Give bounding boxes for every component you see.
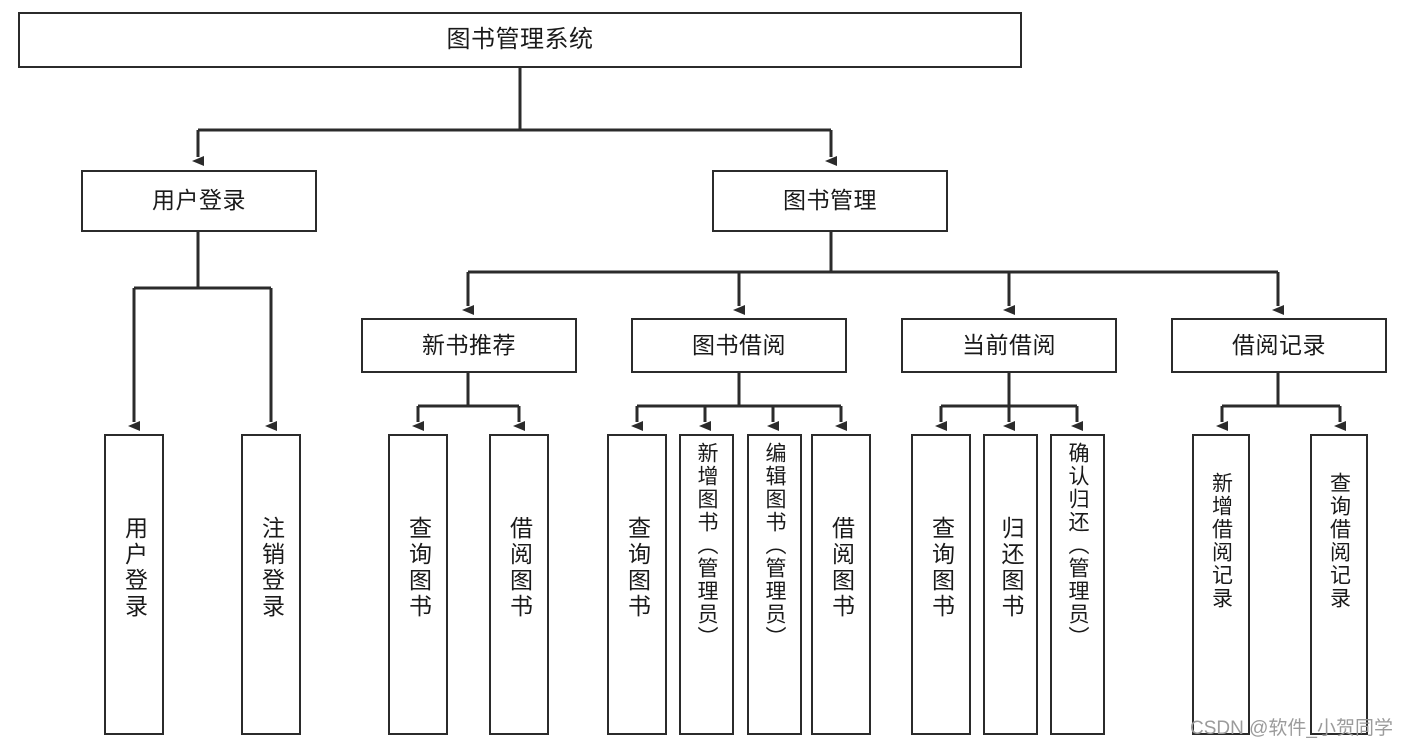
node-label: 借阅图书 [828, 516, 855, 620]
node-root-system[interactable]: 图书管理系统 [18, 12, 1022, 68]
node-label: 当前借阅 [962, 331, 1056, 358]
node-leaf-add-book-admin[interactable]: 新增图书（管理员） [679, 434, 734, 735]
node-label: 注销登录 [258, 516, 285, 620]
node-label: 查询图书 [624, 516, 651, 620]
node-label: 用户登录 [121, 516, 148, 620]
node-leaf-edit-book-admin[interactable]: 编辑图书（管理员） [747, 434, 802, 735]
node-label: 新增图书（管理员） [695, 442, 718, 649]
node-leaf-query-borrow-record[interactable]: 查询借阅记录 [1310, 434, 1368, 735]
node-new-book-recommend[interactable]: 新书推荐 [361, 318, 577, 373]
node-label: 借阅图书 [506, 516, 533, 620]
node-label: 图书借阅 [692, 331, 786, 358]
node-current-borrow[interactable]: 当前借阅 [901, 318, 1117, 373]
node-label: 借阅记录 [1232, 331, 1326, 358]
node-user-login[interactable]: 用户登录 [81, 170, 317, 232]
node-label: 确认归还（管理员） [1066, 442, 1089, 649]
node-label: 新书推荐 [422, 331, 516, 358]
node-label: 图书管理系统 [446, 25, 594, 53]
node-label: 新增借阅记录 [1209, 472, 1233, 610]
node-borrow-record[interactable]: 借阅记录 [1171, 318, 1387, 373]
node-leaf-borrow-book-1[interactable]: 借阅图书 [489, 434, 549, 735]
node-leaf-borrow-book-2[interactable]: 借阅图书 [811, 434, 871, 735]
node-leaf-return-book[interactable]: 归还图书 [983, 434, 1038, 735]
node-label: 编辑图书（管理员） [763, 442, 786, 649]
node-leaf-query-book-2[interactable]: 查询图书 [607, 434, 667, 735]
node-leaf-user-login[interactable]: 用户登录 [104, 434, 164, 735]
node-book-borrow[interactable]: 图书借阅 [631, 318, 847, 373]
node-label: 图书管理 [783, 187, 877, 214]
csdn-watermark: CSDN @软件_小贺同学 [1190, 718, 1393, 739]
node-book-manage[interactable]: 图书管理 [712, 170, 948, 232]
node-leaf-query-book-3[interactable]: 查询图书 [911, 434, 971, 735]
node-label: 归还图书 [998, 516, 1024, 620]
node-label: 查询图书 [928, 516, 955, 620]
node-label: 查询借阅记录 [1327, 472, 1351, 610]
node-leaf-add-borrow-record[interactable]: 新增借阅记录 [1192, 434, 1250, 735]
node-leaf-logout-login[interactable]: 注销登录 [241, 434, 301, 735]
node-label: 查询图书 [405, 516, 432, 620]
node-label: 用户登录 [152, 187, 246, 214]
node-leaf-confirm-return-admin[interactable]: 确认归还（管理员） [1050, 434, 1105, 735]
node-leaf-query-book-1[interactable]: 查询图书 [388, 434, 448, 735]
